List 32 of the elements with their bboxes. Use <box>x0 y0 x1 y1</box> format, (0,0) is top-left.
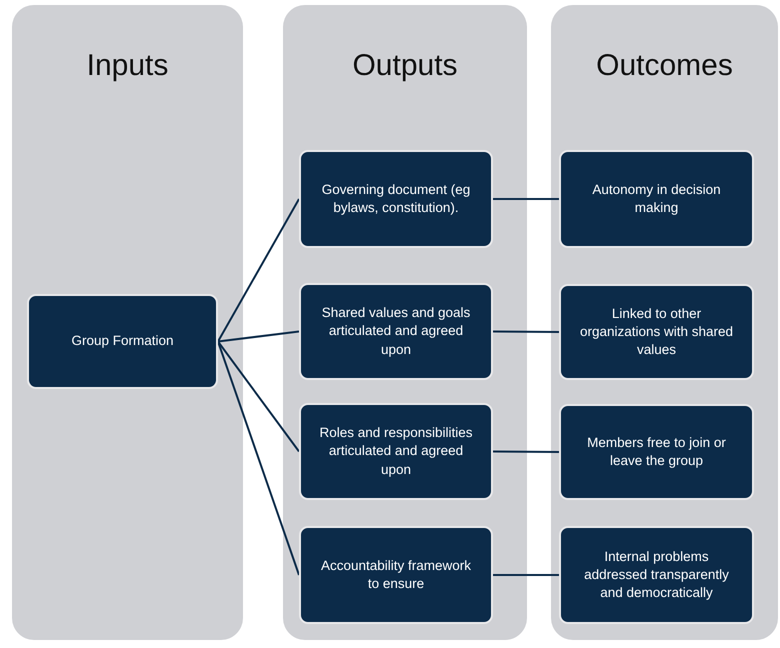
connector-line <box>217 341 300 576</box>
connector-line <box>493 574 559 576</box>
connector-line <box>217 198 300 342</box>
process-box <box>299 403 493 500</box>
box-text: Linked to other organizations with shared values <box>578 304 734 360</box>
column-panel <box>283 5 527 640</box>
column-heading: Outputs <box>351 49 459 83</box>
connector-line <box>493 198 559 200</box>
process-box <box>299 526 493 624</box>
process-box <box>299 150 493 248</box>
connector-line <box>493 450 559 453</box>
process-box <box>559 284 754 380</box>
box-text: Internal problems addressed transparently and democratically <box>583 548 730 602</box>
box-text: Governing document (eg bylaws, constitution). <box>320 180 472 217</box>
box-text: Group Formation <box>71 332 174 350</box>
process-box <box>559 150 754 248</box>
box-text: Accountability framework to ensure <box>320 556 472 593</box>
column-panel <box>551 5 778 640</box>
process-box <box>559 526 754 624</box>
box-text: Shared values and goals articulated and agreed upon <box>320 304 472 359</box>
connector-line <box>217 340 300 452</box>
process-box <box>299 283 493 380</box>
column-panel <box>12 5 243 640</box>
process-box <box>559 404 754 500</box>
box-text: Members free to join or leave the group <box>586 434 727 470</box>
connector-line <box>493 330 559 333</box>
box-text: Roles and responsibilities articulated and agreed upon <box>318 424 474 479</box>
box-text: Autonomy in decision making <box>591 180 722 217</box>
connector-line <box>218 330 300 342</box>
column-heading: Outcomes <box>595 49 734 83</box>
column-heading: Inputs <box>86 49 170 83</box>
process-box <box>27 294 218 389</box>
